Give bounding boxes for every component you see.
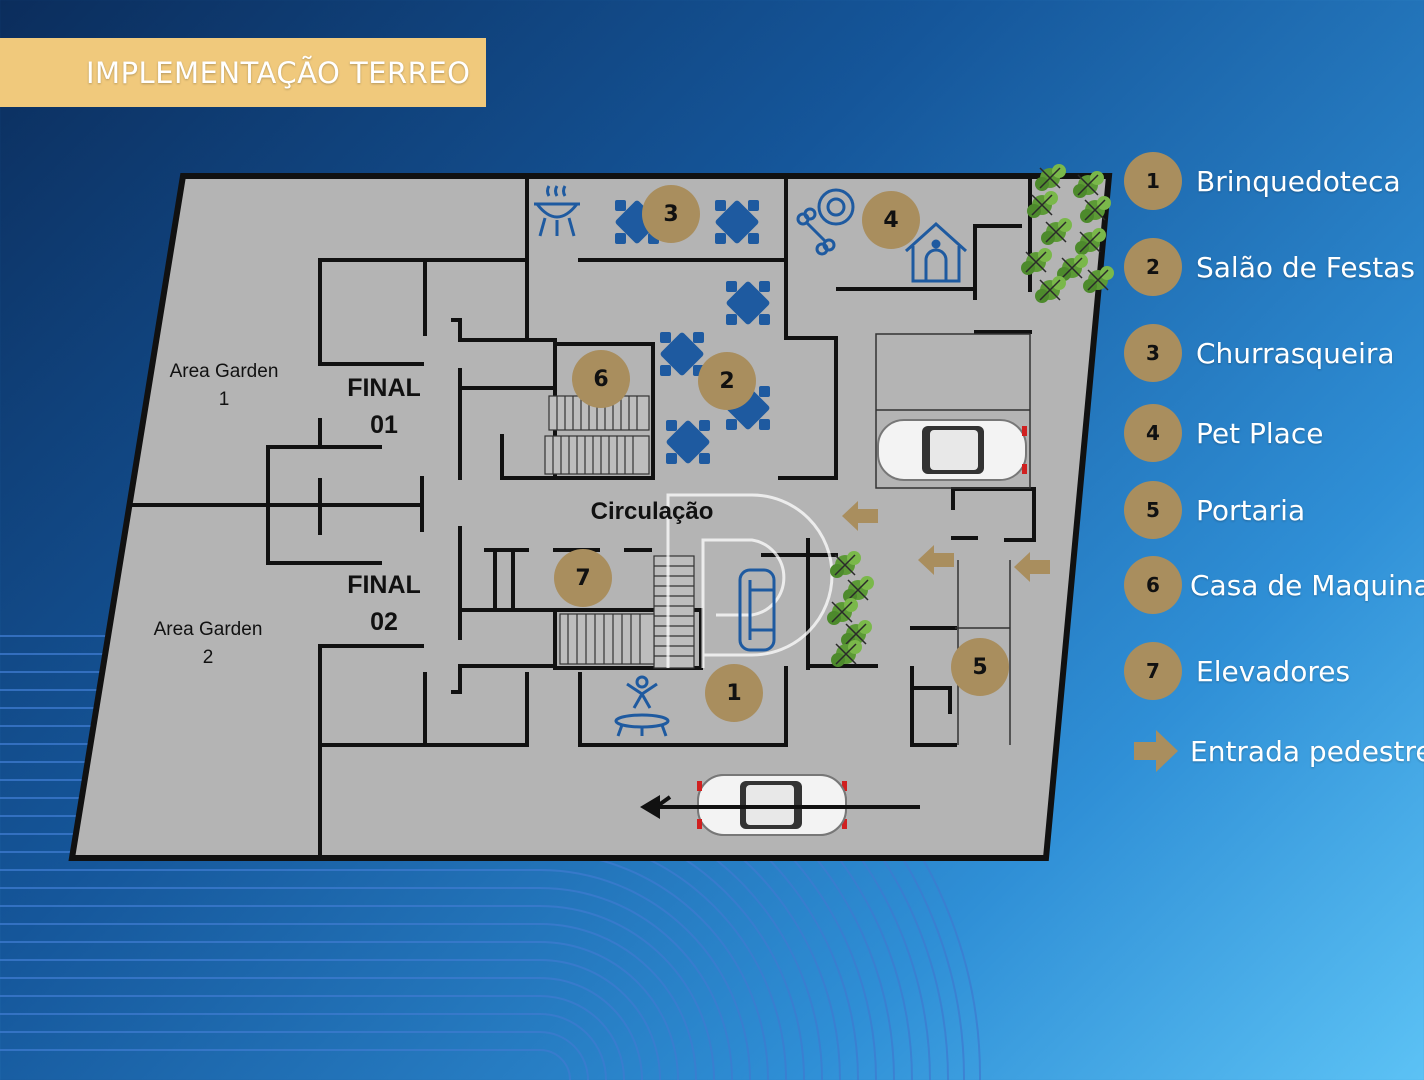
final-02-number: 02 — [370, 608, 398, 636]
area-garden-2-number: 2 — [202, 647, 214, 668]
area-garden-2-name: Area Garden — [153, 619, 263, 640]
area-garden-1-label: Area Garden 1 — [150, 358, 298, 414]
area-garden-1-name: Area Garden — [169, 361, 279, 382]
arrow-right-icon — [1134, 730, 1178, 772]
bbq-grill-icon — [533, 185, 581, 237]
title-banner: IMPLEMENTAÇÃO TERREO — [0, 38, 486, 107]
badge-portaria: 5 — [951, 638, 1009, 696]
legend-badge: 6 — [1124, 556, 1182, 614]
legend-item-entrada-pedestre: Entrada pedestre — [1132, 728, 1424, 774]
area-garden-2-label: Area Garden 2 — [134, 616, 282, 672]
badge-casa-de-maquinas: 6 — [572, 350, 630, 408]
ball-icon — [817, 188, 855, 226]
badge-pet-place: 4 — [862, 191, 920, 249]
badge-salao-de-festas: 2 — [698, 352, 756, 410]
doghouse-icon — [904, 221, 968, 283]
legend-label: Churrasqueira — [1196, 336, 1395, 370]
trampoline-icon — [614, 675, 670, 737]
building-floor — [68, 173, 1113, 861]
bone-icon — [796, 207, 836, 256]
legend-label: Casa de Maquinas — [1190, 568, 1424, 602]
final-01-number: 01 — [370, 411, 398, 439]
circulation-label: Circulação — [590, 498, 714, 525]
final-01-label: FINAL 01 — [334, 370, 434, 444]
legend-label: Entrada pedestre — [1190, 734, 1424, 768]
legend-badge: 3 — [1124, 324, 1182, 382]
sofa-icon — [738, 568, 776, 652]
final-01-word: FINAL — [347, 374, 421, 402]
legend-label: Elevadores — [1196, 654, 1351, 688]
legend-label: Salão de Festas — [1196, 250, 1415, 284]
legend-badge: 5 — [1124, 481, 1182, 539]
final-02-word: FINAL — [347, 571, 421, 599]
legend-badge: 2 — [1124, 238, 1182, 296]
badge-elevadores: 7 — [554, 549, 612, 607]
area-garden-1-number: 1 — [218, 389, 230, 410]
legend-label: Brinquedoteca — [1196, 164, 1401, 198]
final-02-label: FINAL 02 — [334, 567, 434, 641]
page-title: IMPLEMENTAÇÃO TERREO — [86, 55, 471, 90]
interior-walls — [129, 178, 1036, 860]
legend-item-casa-de-maquinas: 6 Casa de Maquinas — [1124, 554, 1424, 616]
legend-badge: 4 — [1124, 404, 1182, 462]
stairs-icon — [544, 395, 695, 669]
legend-item-pet-place: 4 Pet Place — [1124, 402, 1323, 464]
exit-arrowhead-icon — [640, 795, 660, 819]
legend-item-elevadores: 7 Elevadores — [1124, 640, 1350, 702]
legend-badge: 7 — [1124, 642, 1182, 700]
badge-brinquedoteca: 1 — [705, 664, 763, 722]
legend-label: Portaria — [1196, 493, 1306, 527]
legend-label: Pet Place — [1196, 416, 1324, 450]
legend-item-churrasqueira: 3 Churrasqueira — [1124, 322, 1395, 384]
legend-item-portaria: 5 Portaria — [1124, 479, 1305, 541]
legend-badge: 1 — [1124, 152, 1182, 210]
legend-item-salao-de-festas: 2 Salão de Festas — [1124, 236, 1415, 298]
legend-item-brinquedoteca: 1 Brinquedoteca — [1124, 150, 1401, 212]
badge-churrasqueira: 3 — [642, 185, 700, 243]
